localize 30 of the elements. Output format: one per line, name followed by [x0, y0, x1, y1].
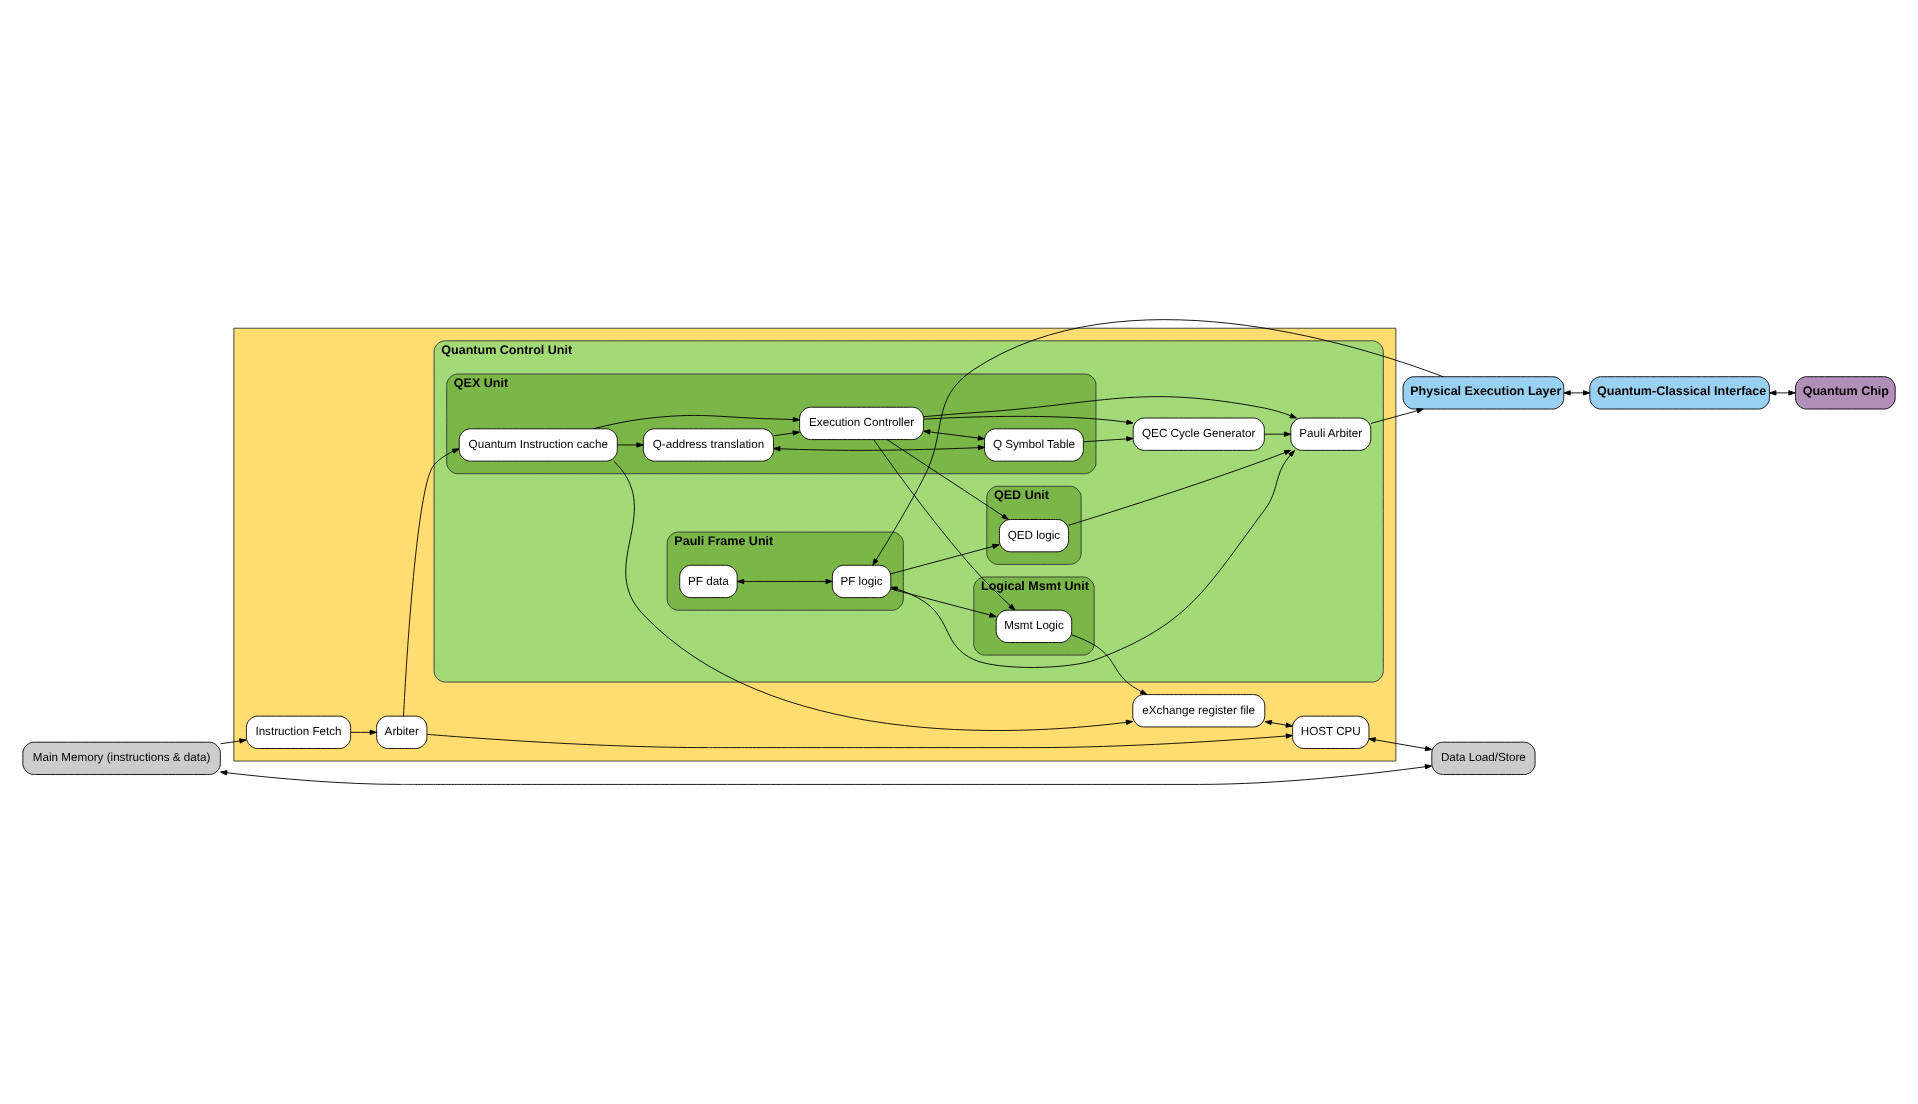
arrow — [737, 578, 833, 585]
arrow — [872, 319, 1444, 566]
arrow — [890, 588, 997, 618]
arrow — [923, 415, 1134, 425]
arrow — [923, 396, 1297, 419]
arrow — [220, 738, 247, 745]
arrow — [1071, 634, 1148, 695]
arrow — [890, 543, 1000, 575]
arrow — [613, 460, 1134, 731]
arrow — [1263, 431, 1291, 437]
arrow — [426, 733, 1293, 749]
arrow — [773, 445, 985, 452]
arrow — [923, 429, 985, 441]
arrow — [350, 729, 377, 735]
arrow — [773, 430, 800, 437]
arrow — [873, 439, 1016, 611]
arrow — [220, 764, 1432, 785]
arrow — [617, 442, 644, 448]
cluster — [233, 327, 1397, 762]
arrow — [1370, 408, 1424, 424]
arrow — [592, 415, 800, 430]
arrow — [1264, 720, 1293, 728]
arrow — [1563, 390, 1591, 396]
arrow — [1368, 737, 1433, 752]
arrow — [1068, 449, 1292, 526]
arrow — [1769, 390, 1796, 396]
arrow — [403, 448, 460, 717]
arrow — [1083, 436, 1134, 443]
arrow — [886, 439, 1009, 520]
arrow — [890, 450, 1295, 668]
